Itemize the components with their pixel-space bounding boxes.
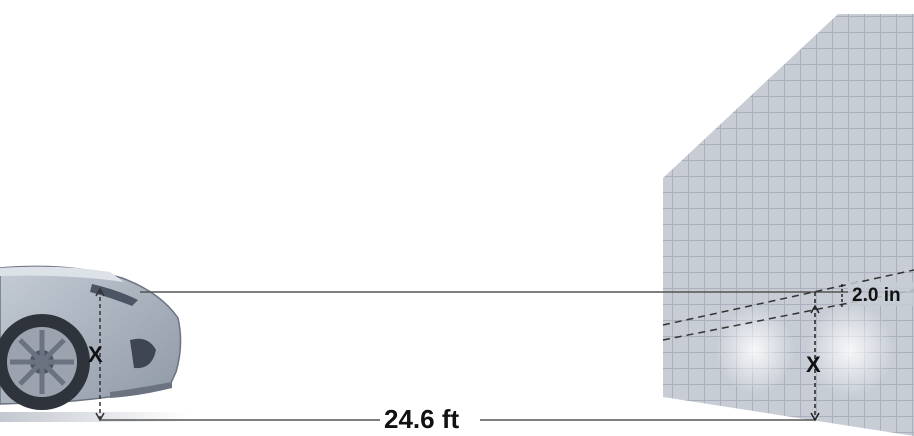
beam-spot-right (805, 302, 895, 398)
distance-label: 24.6 ft (384, 404, 459, 434)
wall-height-label: X (806, 352, 821, 377)
beam-spot-left (715, 305, 795, 395)
wall-icon (663, 14, 914, 436)
beam-cutoff-lower (662, 289, 914, 341)
floor-shadow (0, 412, 190, 422)
drop-label: 2.0 in (852, 285, 901, 306)
car-front-icon (0, 265, 182, 410)
car-height-label: X (88, 342, 103, 367)
beam-cutoff-upper (662, 269, 914, 326)
